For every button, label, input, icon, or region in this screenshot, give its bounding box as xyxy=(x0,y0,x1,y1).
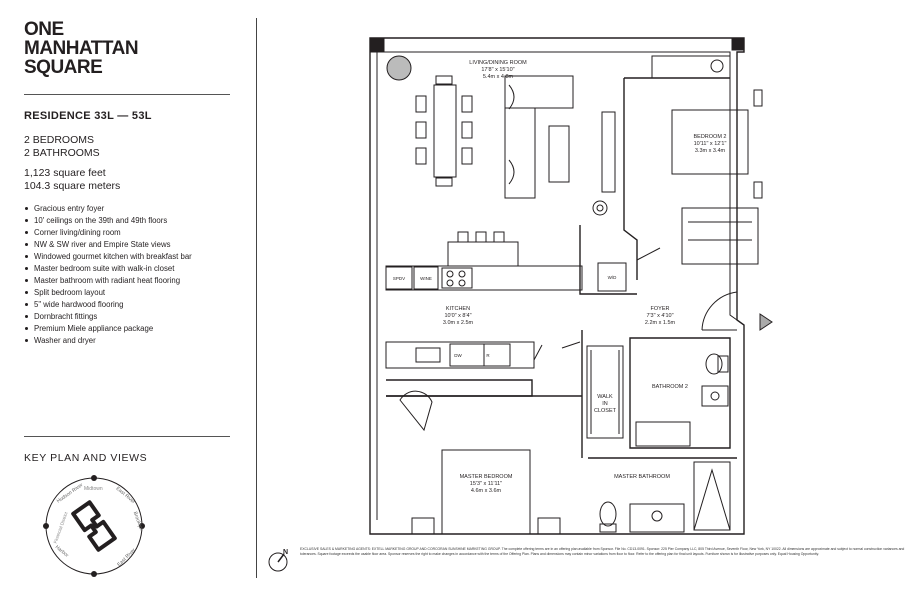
svg-text:10'11" x 12'1": 10'11" x 12'1" xyxy=(694,141,727,147)
feature-item: NW & SW river and Empire State views xyxy=(24,239,192,251)
fixture-label: WINE xyxy=(420,276,432,281)
breakfast-bar xyxy=(447,241,519,267)
dining-table xyxy=(433,84,457,178)
feature-item: Corner living/dining room xyxy=(24,227,192,239)
media-console xyxy=(601,111,616,193)
structural-column xyxy=(369,37,385,53)
fixture-label: W/D xyxy=(608,275,617,280)
view-label: East River xyxy=(115,486,137,506)
room-label-walk-in-closet: WALK xyxy=(597,394,613,400)
shower xyxy=(693,461,731,531)
feature-list: Gracious entry foyer 10' ceilings on the… xyxy=(24,203,192,347)
panel-divider xyxy=(256,18,257,578)
interior-wall xyxy=(623,77,730,280)
column-icon xyxy=(386,55,412,81)
view-label: Hudson River xyxy=(56,482,85,504)
fixture-label: DW xyxy=(454,353,462,358)
washer-dryer xyxy=(597,262,627,292)
column-icon xyxy=(592,200,608,216)
brand-logo: ONE MANHATTAN SQUARE xyxy=(24,19,139,78)
svg-text:2.2m x 1.5m: 2.2m x 1.5m xyxy=(645,320,676,326)
cooktop xyxy=(441,267,473,289)
desk xyxy=(651,55,731,79)
room-label-bedroom-2: BEDROOM 2 xyxy=(693,134,726,140)
legal-disclaimer: EXCLUSIVE SALES & MARKETING AGENTS: EXTE… xyxy=(300,547,905,556)
svg-text:7'3" x 4'10": 7'3" x 4'10" xyxy=(646,313,673,319)
bathtub xyxy=(635,421,691,447)
feature-item: Master bedroom suite with walk-in closet xyxy=(24,263,192,275)
floor-plan: LIVING/DINING ROOM 17'8" x 15'10" 5.4m x… xyxy=(369,37,773,535)
area-size: 1,123 square feet 104.3 square meters xyxy=(24,167,121,192)
key-plan-diagram: Hudson River East River Brooklyn East Ri… xyxy=(43,475,145,577)
svg-text:15'3" x 11'11": 15'3" x 11'11" xyxy=(470,481,502,487)
feature-item: 10' ceilings on the 39th and 49th floors xyxy=(24,215,192,227)
kitchen-counter xyxy=(385,341,535,369)
room-label-kitchen: KITCHEN xyxy=(446,306,470,312)
walk-in-closet xyxy=(586,345,624,439)
toilet-icon xyxy=(705,353,723,375)
svg-text:N: N xyxy=(283,549,288,556)
master-bed xyxy=(441,449,531,535)
room-label-foyer: FOYER xyxy=(651,306,670,312)
toilet-icon xyxy=(599,501,617,527)
svg-text:CLOSET: CLOSET xyxy=(594,408,617,414)
view-label: Midtown xyxy=(84,486,103,492)
svg-text:5.4m x 4.8m: 5.4m x 4.8m xyxy=(483,74,514,80)
room-counts: 2 BEDROOMS 2 BATHROOMS xyxy=(24,134,100,159)
info-panel: ONE MANHATTAN SQUARE RESIDENCE 33L — 53L… xyxy=(24,0,230,594)
svg-text:4.6m x 3.6m: 4.6m x 3.6m xyxy=(471,488,502,494)
fixture-label: SPDV xyxy=(393,276,405,281)
svg-text:3.3m x 3.4m: 3.3m x 3.4m xyxy=(695,148,726,154)
feature-item: 5" wide hardwood flooring xyxy=(24,299,192,311)
room-label-bathroom-2: BATHROOM 2 xyxy=(652,384,688,390)
coffee-table xyxy=(548,125,570,183)
north-arrow-icon: N xyxy=(268,549,288,572)
svg-text:10'0" x 8'4": 10'0" x 8'4" xyxy=(444,313,471,319)
feature-item: Dornbracht fittings xyxy=(24,311,192,323)
divider xyxy=(24,94,230,95)
room-label-master-bathroom: MASTER BATHROOM xyxy=(614,474,670,480)
sofa xyxy=(504,75,574,109)
view-label: Harbor xyxy=(54,544,70,559)
sink-icon xyxy=(415,347,441,363)
room-label-living: LIVING/DINING ROOM xyxy=(469,60,527,66)
divider xyxy=(24,436,230,437)
sink-icon xyxy=(701,385,729,407)
entry-arrow-icon xyxy=(759,313,773,331)
feature-item: Premium Miele appliance package xyxy=(24,323,192,335)
entry-door-swing xyxy=(701,291,738,331)
kitchen-counter xyxy=(385,265,583,291)
residence-title: RESIDENCE 33L — 53L xyxy=(24,110,152,122)
feature-item: Washer and dryer xyxy=(24,335,192,347)
feature-item: Master bathroom with radiant heat floori… xyxy=(24,275,192,287)
feature-item: Split bedroom layout xyxy=(24,287,192,299)
feature-item: Windowed gourmet kitchen with breakfast … xyxy=(24,251,192,263)
window-line xyxy=(376,48,738,520)
fixture-label: R xyxy=(486,353,490,358)
feature-item: Gracious entry foyer xyxy=(24,203,192,215)
bathroom-2-walls xyxy=(629,337,731,449)
armchair xyxy=(399,390,433,432)
closet xyxy=(681,207,759,265)
building-footprint-icon xyxy=(71,500,117,552)
svg-text:17'8" x 15'10": 17'8" x 15'10" xyxy=(481,67,514,73)
view-label: East River xyxy=(116,547,137,568)
svg-text:3.0m x 2.5m: 3.0m x 2.5m xyxy=(443,320,474,326)
vanity xyxy=(629,503,685,533)
key-plan-title: KEY PLAN AND VIEWS xyxy=(24,452,148,464)
svg-text:IN: IN xyxy=(602,401,608,407)
room-label-master-bedroom: MASTER BEDROOM xyxy=(460,474,513,480)
bed xyxy=(671,109,749,175)
view-label: Financial District xyxy=(53,511,69,544)
